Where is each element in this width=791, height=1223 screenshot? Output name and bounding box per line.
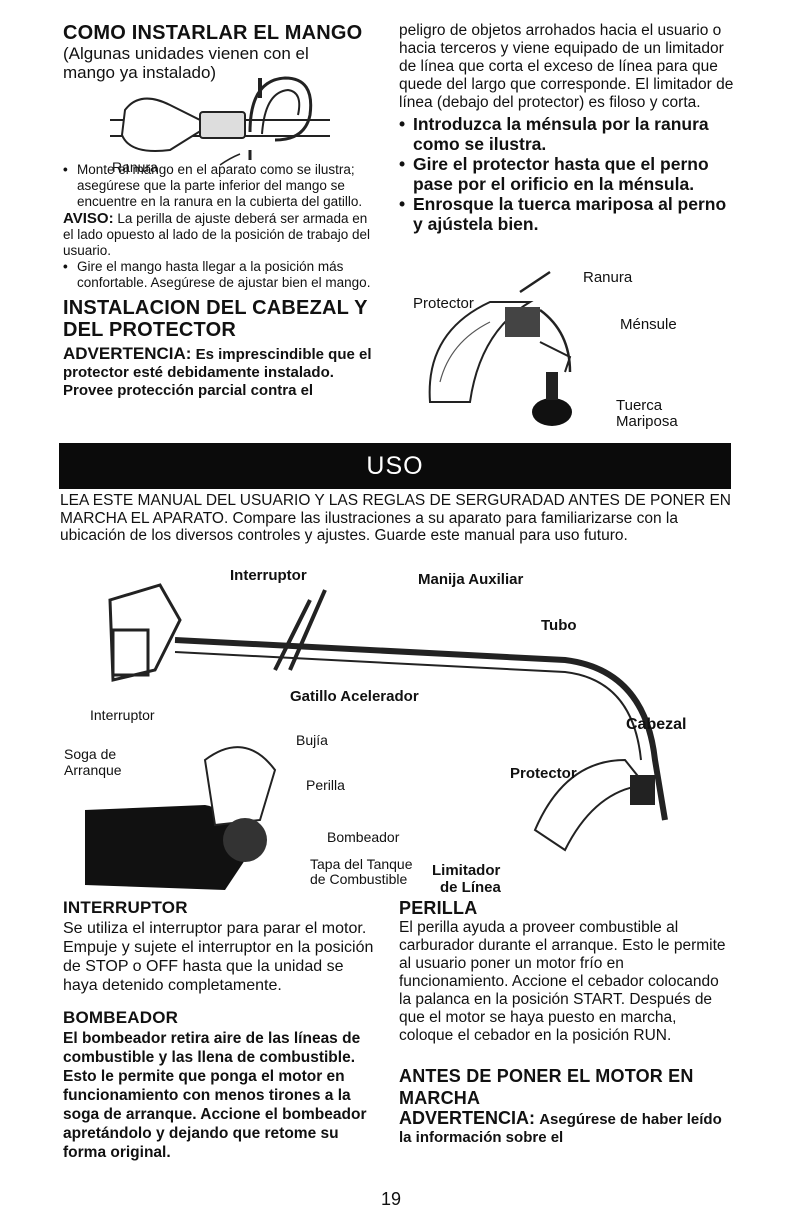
label-tapa-tanque-2: de Combustible [310,871,408,887]
label-protector-trimmer: Protector [510,765,577,782]
advertencia-text: Es imprescindible que el protector esté … [63,346,372,399]
label-interruptor-left: Interruptor [90,707,155,723]
label-manija-auxiliar: Manija Auxiliar [418,571,524,588]
perilla-paragraph: El perilla ayuda a proveer combustible a… [399,919,726,1044]
label-perilla: Perilla [306,777,345,793]
uso-section-band: USO [59,443,731,489]
label-ranura-shield: Ranura [583,269,633,286]
heading-instalar-mango: COMO INSTARLAR EL MANGO [63,22,363,44]
interruptor-paragraph: Se utiliza el interruptor para parar el … [63,920,374,994]
label-tuerca: Tuerca [616,397,663,414]
trimmer-illustration [85,583,668,890]
label-soga-de: Soga de [64,746,117,762]
label-interruptor-top: Interruptor [230,567,307,584]
label-bujia: Bujía [296,732,328,748]
right-top-column: peligro de objetos arrohados hacia el us… [399,22,734,234]
protector-paragraph: peligro de objetos arrohados hacia el us… [399,22,734,111]
label-cabezal: Cabezal [626,716,687,733]
label-limitador-2: de Línea [440,879,501,896]
aviso-text: La perilla de ajuste deberá ser armada e… [63,211,370,258]
left-top-column: COMO INSTARLAR EL MANGO (Algunas unidade… [63,22,381,400]
protector-bullet-3: Enrosque la tuerca mariposa al perno y a… [399,194,734,234]
label-tubo: Tubo [541,617,577,634]
shield-illustration [428,270,572,426]
heading-perilla: PERILLA [399,898,478,918]
advertencia-motor-text: Asegúrese de haber leído la información … [399,1111,722,1146]
advertencia-motor-block: ADVERTENCIA: Asegúrese de haber leído la… [399,1109,734,1147]
page-number: 19 [381,1189,402,1209]
bombeador-paragraph: El bombeador retira aire de las líneas d… [63,1030,367,1161]
advertencia-label: ADVERTENCIA: [63,344,192,363]
protector-bullet-1: Introduzca la ménsula por la ranura como… [399,114,734,154]
mango-bullet-1: Monte el mango en el aparato como se ilu… [63,162,381,210]
advertencia-block: ADVERTENCIA: Es imprescindible que el pr… [63,345,381,400]
aviso-block: AVISO: La perilla de ajuste deberá ser a… [63,211,381,259]
uso-intro: LEA ESTE MANUAL DEL USUARIO Y LAS REGLAS… [60,492,732,544]
heading-bombeador: BOMBEADOR [63,1008,179,1027]
label-arranque: Arranque [64,762,122,778]
label-mariposa: Mariposa [616,413,678,430]
protector-bullets: Introduzca la ménsula por la ranura como… [399,114,734,234]
handle-illustration [110,76,330,166]
label-ranura-mango: Ranura [112,159,158,175]
label-protector-shield: Protector [413,295,474,312]
label-tapa-tanque-1: Tapa del Tanque [310,856,413,872]
label-mensule: Ménsule [620,316,677,333]
advertencia-motor-label: ADVERTENCIA: [399,1108,536,1128]
heading-instalar-mango-sub: (Algunas unidades vienen con el mango ya… [63,44,309,82]
heading-interruptor: INTERRUPTOR [63,898,188,917]
mango-bullets-2: Gire el mango hasta llegar a la posición… [63,259,381,291]
label-bombeador: Bombeador [327,829,400,845]
uso-title: USO [366,451,424,480]
aviso-label: AVISO: [63,210,114,227]
label-gatillo-acelerador: Gatillo Acelerador [290,688,419,705]
heading-antes-de-poner: ANTES DE PONER EL MOTOR EN MARCHA [399,1066,694,1108]
heading-instalacion-cabezal: INSTALACION DEL CABEZAL Y DEL PROTECTOR [63,297,368,341]
mango-bullet-2: Gire el mango hasta llegar a la posición… [63,259,381,291]
mango-bullets: Monte el mango en el aparato como se ilu… [63,162,381,210]
protector-bullet-2: Gire el protector hasta que el perno pas… [399,154,734,194]
left-bottom-column: INTERRUPTOR Se utiliza el interruptor pa… [63,897,381,1162]
label-limitador-1: Limitador [432,862,501,879]
right-bottom-column: PERILLA El perilla ayuda a proveer combu… [399,897,734,1147]
